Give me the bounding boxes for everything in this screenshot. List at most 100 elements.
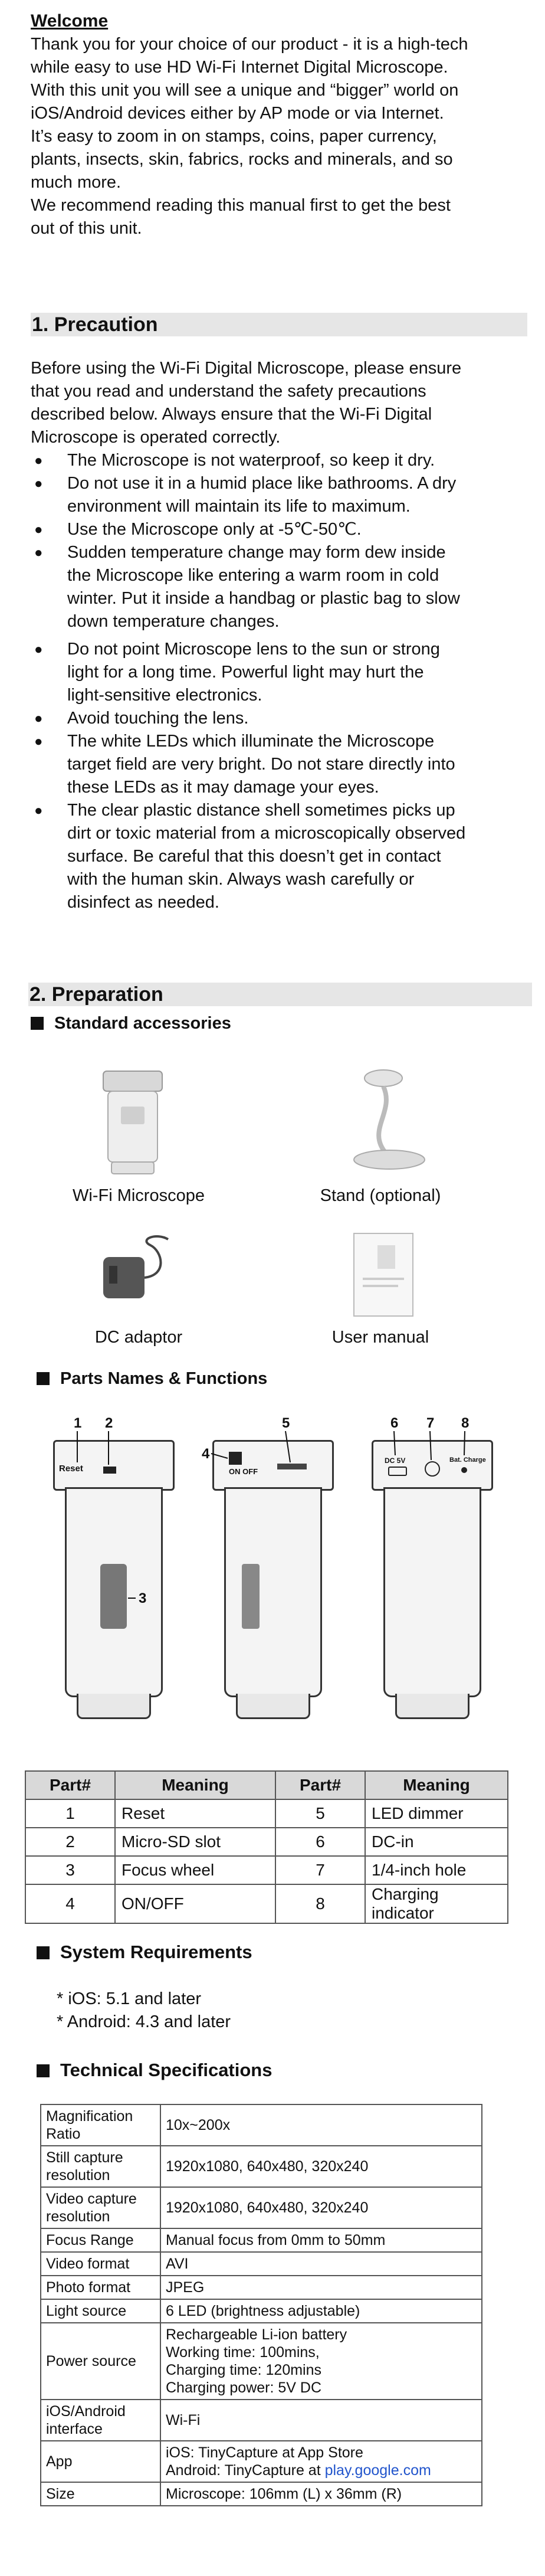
stand-icon <box>353 1069 425 1170</box>
spec-value-line: Charging power: 5V DC <box>166 2379 322 2396</box>
intro-line: that you read and understand the safety … <box>31 382 426 401</box>
spec-value: Wi-Fi <box>160 2399 482 2441</box>
table-row: 4 ON/OFF 8 Charging indicator <box>25 1884 508 1924</box>
sysreq-item: * iOS: 5.1 and later <box>57 1989 202 2008</box>
spec-value-line: 6 LED (brightness adjustable) <box>166 2303 360 2319</box>
callout-6: 6 <box>390 1415 399 1431</box>
item-line: Avoid touching the lens. <box>67 709 249 728</box>
table-cell: 1 <box>25 1799 116 1828</box>
adaptor-icon <box>103 1235 169 1298</box>
table-cell: 4 <box>25 1884 116 1924</box>
item-line: environment will maintain its life to ma… <box>67 497 411 516</box>
precaution-item: The white LEDs which illuminate the Micr… <box>31 730 526 799</box>
col-header: Part# <box>25 1770 116 1800</box>
square-bullet-icon <box>37 1372 50 1385</box>
spec-value-line: Microscope: 106mm (L) x 36mm (R) <box>166 2486 402 2502</box>
caption-manual: User manual <box>331 1328 429 1347</box>
on-off-label: ON OFF <box>229 1467 258 1476</box>
precaution-list: The Microscope is not waterproof, so kee… <box>31 449 526 914</box>
callout-1: 1 <box>74 1415 82 1431</box>
item-line: Do not point Microscope lens to the sun … <box>67 640 440 659</box>
precaution-item: Do not use it in a humid place like bath… <box>31 472 526 518</box>
item-line: with the human skin. Always wash careful… <box>67 870 415 889</box>
welcome-section: Welcome Thank you for your choice of our… <box>31 9 526 240</box>
spec-key: Video capture resolution <box>40 2187 161 2229</box>
spec-row: Magnification Ratio 10x~200x <box>40 2104 482 2146</box>
spec-row: Power source Rechargeable Li-ion battery… <box>40 2322 482 2400</box>
spec-key: Video format <box>40 2251 161 2276</box>
spec-key: App <box>40 2440 161 2483</box>
parts-table: Part# Meaning Part# Meaning 1 Reset 5 LE… <box>25 1770 508 1924</box>
precaution-item: Use the Microscope only at -5℃-50℃. <box>31 518 526 541</box>
sysreq-heading-text: System Requirements <box>60 1942 252 1962</box>
adaptor-image <box>91 1233 174 1322</box>
caption-microscope: Wi-Fi Microscope <box>73 1186 205 1205</box>
spec-row: Light source 6 LED (brightness adjustabl… <box>40 2299 482 2323</box>
callout-3: 3 <box>139 1590 147 1606</box>
table-cell: 5 <box>275 1799 366 1828</box>
item-line: dirt or toxic material from a microscopi… <box>67 824 466 843</box>
device-body-back <box>383 1487 481 1697</box>
table-cell: 2 <box>25 1827 116 1857</box>
table-cell: 6 <box>275 1827 366 1857</box>
col-header: Meaning <box>365 1770 508 1800</box>
item-line: The white LEDs which illuminate the Micr… <box>67 732 435 751</box>
spec-row: Still capture resolution 1920x1080, 640x… <box>40 2145 482 2188</box>
welcome-line: Thank you for your choice of our product… <box>31 35 468 54</box>
sysreq-heading: System Requirements <box>37 1942 252 1963</box>
welcome-heading: Welcome <box>31 11 109 31</box>
precaution-section: Before using the Wi-Fi Digital Microscop… <box>31 357 526 914</box>
accessories-heading-text: Standard accessories <box>54 1014 231 1033</box>
spec-value: Manual focus from 0mm to 50mm <box>160 2228 482 2253</box>
welcome-line: plants, insects, skin, fabrics, rocks an… <box>31 150 453 169</box>
spec-key: Light source <box>40 2299 161 2323</box>
parts-heading-text: Parts Names & Functions <box>60 1369 268 1388</box>
section-title-precaution: 1. Precaution <box>31 313 527 336</box>
intro-line: described below. Always ensure that the … <box>31 405 432 424</box>
spec-key: Power source <box>40 2322 161 2400</box>
callout-4: 4 <box>202 1446 210 1462</box>
table-cell: 8 <box>275 1884 366 1924</box>
welcome-line: out of this unit. <box>31 219 142 238</box>
square-bullet-icon <box>37 2064 50 2077</box>
table-header-row: Part# Meaning Part# Meaning <box>25 1770 508 1800</box>
item-line: disinfect as needed. <box>67 893 219 912</box>
spec-value: 6 LED (brightness adjustable) <box>160 2299 482 2323</box>
table-cell: Focus wheel <box>114 1855 276 1885</box>
item-line: down temperature changes. <box>67 612 280 631</box>
precaution-intro: Before using the Wi-Fi Digital Microscop… <box>31 357 526 449</box>
spec-value-line: Manual focus from 0mm to 50mm <box>166 2232 386 2248</box>
spec-value-line: Rechargeable Li-ion battery <box>166 2326 347 2343</box>
spec-row: Video capture resolution 1920x1080, 640x… <box>40 2187 482 2229</box>
spec-value-line: Charging time: 120mins <box>166 2362 322 2378</box>
spec-value-line: 1920x1080, 640x480, 320x240 <box>166 2158 369 2175</box>
play-store-link[interactable]: play.google.com <box>324 2462 431 2479</box>
charge-indicator-shape <box>461 1467 467 1473</box>
item-line: these LEDs as it may damage your eyes. <box>67 778 379 797</box>
item-line: Sudden temperature change may form dew i… <box>67 543 446 562</box>
welcome-line: much more. <box>31 173 122 192</box>
spec-key: Size <box>40 2482 161 2506</box>
sysreq-list: * iOS: 5.1 and later * Android: 4.3 and … <box>57 1988 231 2034</box>
welcome-text: Thank you for your choice of our product… <box>31 33 526 240</box>
item-line: target field are very bright. Do not sta… <box>67 755 455 774</box>
spec-value: iOS: TinyCapture at App Store Android: T… <box>160 2440 482 2483</box>
table-cell: 1/4-inch hole <box>365 1855 508 1885</box>
col-header: Meaning <box>114 1770 276 1800</box>
intro-line: Microscope is operated correctly. <box>31 428 281 447</box>
item-line: The Microscope is not waterproof, so kee… <box>67 451 435 470</box>
spec-value-line: JPEG <box>166 2279 205 2296</box>
parts-heading: Parts Names & Functions <box>37 1369 267 1389</box>
techspec-heading: Technical Specifications <box>37 2060 272 2081</box>
spec-value: AVI <box>160 2251 482 2276</box>
table-cell: DC-in <box>365 1827 508 1857</box>
square-bullet-icon <box>31 1017 44 1030</box>
spec-row: iOS/Android interface Wi-Fi <box>40 2399 482 2441</box>
spec-value-line: iOS: TinyCapture at App Store <box>166 2444 363 2461</box>
callout-7: 7 <box>426 1415 435 1431</box>
microscope-icon <box>103 1071 163 1174</box>
booklet-icon <box>353 1233 413 1317</box>
callout-2: 2 <box>105 1415 113 1431</box>
caption-stand: Stand (optional) <box>320 1186 441 1205</box>
